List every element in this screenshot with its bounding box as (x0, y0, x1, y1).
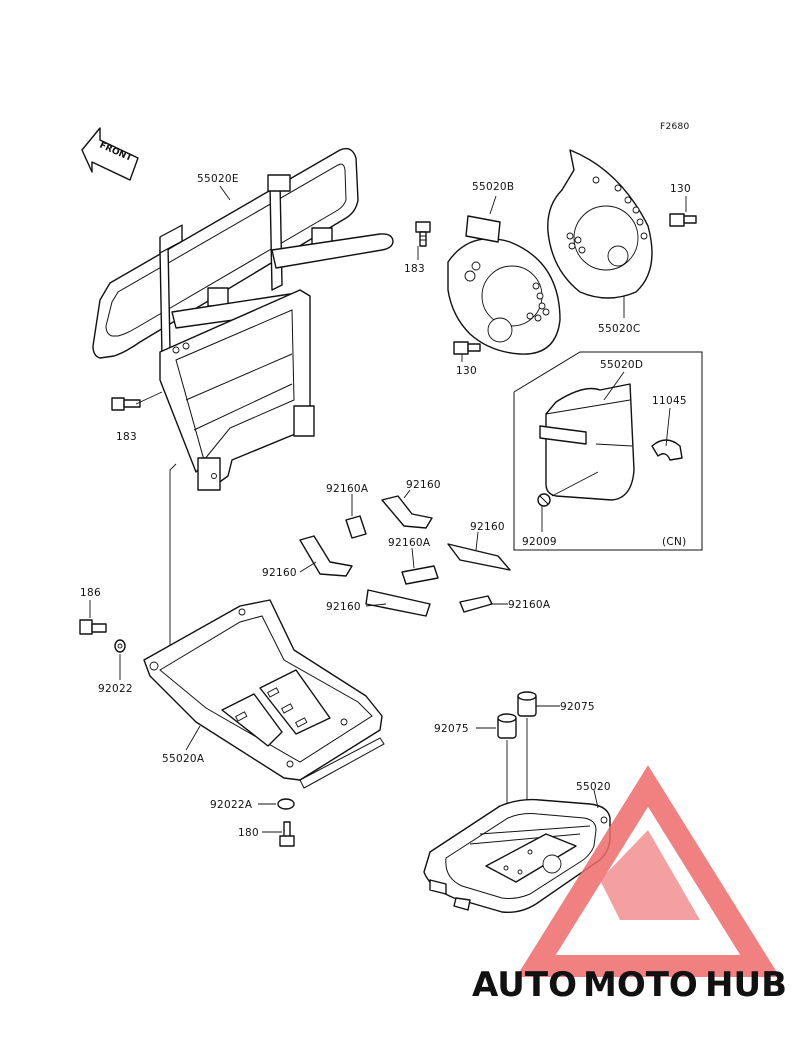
label-92160-3: 92160 (470, 521, 505, 533)
automotohub-logo (516, 765, 780, 977)
label-55020A: 55020A (162, 753, 205, 765)
guard-plate-55020C (547, 149, 653, 299)
bolt-183-left (111, 397, 141, 411)
pad-92160-2 (299, 535, 353, 577)
pads-group (299, 495, 511, 617)
cn-detail-box (513, 351, 703, 551)
screw-92009 (537, 493, 551, 507)
label-183-left: 183 (116, 431, 137, 443)
label-92009: 92009 (522, 536, 557, 548)
label-55020: 55020 (576, 781, 611, 793)
automotohub-wordmark: AUTO MOTO HUB (472, 965, 787, 1005)
label-55020D: 55020D (600, 359, 643, 371)
wordmark-hub: HUB (705, 965, 787, 1005)
label-180: 180 (238, 827, 259, 839)
bolt-186 (79, 619, 107, 635)
label-92022: 92022 (98, 683, 133, 695)
front-arrow-icon: FRONT (81, 127, 139, 181)
label-92160-1: 92160 (406, 479, 441, 491)
label-92075-right: 92075 (560, 701, 595, 713)
label-55020C: 55020C (598, 323, 641, 335)
skid-plate-55020A (143, 599, 385, 789)
wordmark-auto: AUTO (472, 965, 577, 1005)
pad-92160A-2 (401, 565, 439, 585)
label-183-top: 183 (404, 263, 425, 275)
label-92075-left: 92075 (434, 723, 469, 735)
pad-92160A-1 (345, 515, 367, 539)
guard-plate-55020B (447, 215, 561, 355)
bolt-130-top (669, 213, 697, 227)
label-55020E: 55020E (197, 173, 239, 185)
label-11045: 11045 (652, 395, 687, 407)
label-92160A-1: 92160A (326, 483, 369, 495)
damper-92075-right (517, 691, 537, 717)
bolt-130-bottom (453, 341, 481, 355)
carrier-55020 (423, 798, 611, 914)
washer-92022 (114, 639, 126, 653)
bolt-180 (279, 821, 295, 847)
label-92022A: 92022A (210, 799, 253, 811)
label-130-top: 130 (670, 183, 691, 195)
pad-92160-4 (365, 589, 431, 617)
label-55020B: 55020B (472, 181, 514, 193)
figure-code: F2680 (660, 122, 690, 132)
label-130-bottom: 130 (456, 365, 477, 377)
pad-92160A-3 (459, 595, 493, 613)
wordmark-moto: MOTO (583, 965, 698, 1005)
label-186: 186 (80, 587, 101, 599)
washer-92022A (277, 798, 295, 810)
damper-92075-left (497, 713, 517, 739)
label-92160A-2: 92160A (388, 537, 431, 549)
label-92160-2: 92160 (262, 567, 297, 579)
label-92160-4: 92160 (326, 601, 361, 613)
label-cn: (CN) (662, 536, 687, 548)
label-92160A-3: 92160A (508, 599, 551, 611)
front-guard-55020E (92, 147, 394, 491)
pad-92160-3 (447, 543, 511, 571)
pad-92160-1 (381, 495, 433, 529)
bolt-183-top (415, 221, 431, 247)
